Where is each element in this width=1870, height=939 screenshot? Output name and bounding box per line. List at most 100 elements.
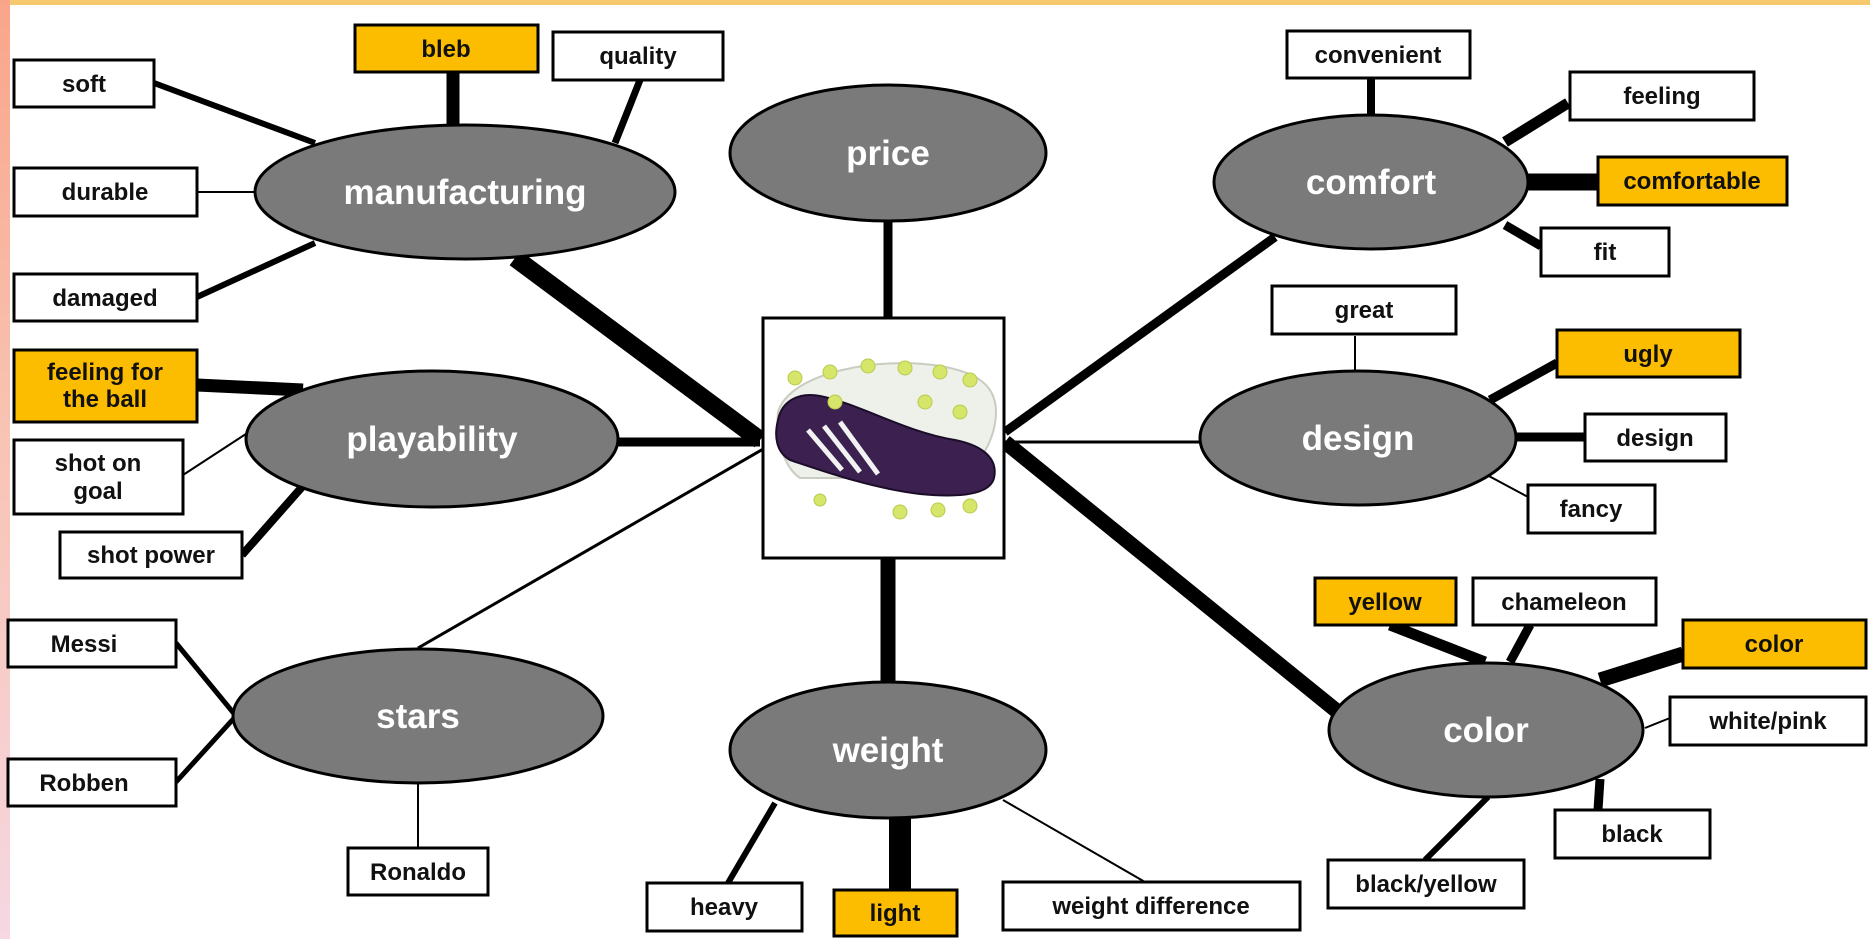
svg-text:fancy: fancy xyxy=(1560,496,1623,523)
box-color[interactable]: color xyxy=(1681,618,1868,670)
box-ronaldo[interactable]: Ronaldo xyxy=(346,846,490,897)
box-feeling-for-the-ball[interactable]: feeling for the ball xyxy=(12,348,199,424)
svg-text:soft: soft xyxy=(62,71,106,98)
box-shot-power[interactable]: shot power xyxy=(58,530,244,580)
line-center-stars xyxy=(417,446,766,650)
line-color-color-box xyxy=(1597,646,1686,688)
line-color-chameleon xyxy=(1506,622,1534,665)
box-robben[interactable]: Robben xyxy=(6,757,178,808)
node-playability[interactable]: playability xyxy=(244,369,620,509)
box-black[interactable]: black xyxy=(1553,808,1712,860)
box-design[interactable]: design xyxy=(1583,412,1728,463)
connector-lines xyxy=(152,72,1686,890)
node-color[interactable]: color xyxy=(1327,661,1645,799)
svg-text:yellow: yellow xyxy=(1348,589,1422,616)
svg-text:white/pink: white/pink xyxy=(1708,708,1827,735)
node-weight-label: weight xyxy=(832,731,944,770)
svg-text:Messi: Messi xyxy=(51,631,118,658)
shoe-stripes xyxy=(806,420,881,476)
line-manufacturing-soft xyxy=(152,80,317,146)
line-playability-shot-on-goal xyxy=(182,429,253,476)
box-fit[interactable]: fit xyxy=(1539,226,1671,278)
line-center-color xyxy=(1000,436,1343,718)
line-stars-robben xyxy=(174,714,238,784)
box-ugly[interactable]: ugly xyxy=(1555,328,1742,379)
node-price[interactable]: price xyxy=(728,83,1048,223)
line-playability-shot-power xyxy=(239,484,305,558)
svg-text:design: design xyxy=(1616,425,1693,452)
svg-text:color: color xyxy=(1745,631,1804,658)
box-chameleon[interactable]: chameleon xyxy=(1471,576,1658,627)
node-weight[interactable]: weight xyxy=(728,680,1048,820)
box-yellow[interactable]: yellow xyxy=(1313,576,1458,627)
svg-text:comfortable: comfortable xyxy=(1623,168,1760,195)
box-great[interactable]: great xyxy=(1270,284,1458,336)
box-damaged[interactable]: damaged xyxy=(12,272,199,323)
box-messi[interactable]: Messi xyxy=(6,618,178,669)
svg-text:light: light xyxy=(870,900,921,927)
box-quality[interactable]: quality xyxy=(551,30,725,82)
svg-text:feeling: feeling xyxy=(1623,83,1700,110)
svg-text:black/yellow: black/yellow xyxy=(1355,871,1497,898)
box-feeling[interactable]: feeling xyxy=(1568,70,1756,122)
node-design[interactable]: design xyxy=(1198,369,1518,507)
box-light[interactable]: light xyxy=(832,888,959,938)
node-stars-label: stars xyxy=(376,697,460,736)
svg-text:durable: durable xyxy=(62,179,149,206)
node-color-label: color xyxy=(1443,711,1529,750)
box-weight-difference[interactable]: weight difference xyxy=(1001,880,1302,932)
line-color-black xyxy=(1593,778,1605,811)
node-comfort[interactable]: comfort xyxy=(1212,113,1530,251)
line-manufacturing-quality xyxy=(611,78,644,145)
svg-text:heavy: heavy xyxy=(690,894,759,921)
svg-text:shot on: shot on xyxy=(55,450,142,477)
box-black-yellow[interactable]: black/yellow xyxy=(1326,858,1526,910)
node-manufacturing[interactable]: manufacturing xyxy=(253,123,677,261)
svg-text:Robben: Robben xyxy=(39,770,128,797)
svg-text:goal: goal xyxy=(73,478,122,505)
svg-text:great: great xyxy=(1335,297,1394,324)
line-color-white-pink xyxy=(1644,717,1671,729)
svg-text:the ball: the ball xyxy=(63,386,147,413)
box-fancy[interactable]: fancy xyxy=(1526,483,1657,535)
node-manufacturing-label: manufacturing xyxy=(343,173,586,212)
node-stars[interactable]: stars xyxy=(231,647,605,785)
line-design-fancy xyxy=(1486,474,1529,498)
box-shot-on-goal[interactable]: shot on goal xyxy=(12,438,185,516)
line-weight-weight-difference xyxy=(1002,799,1146,883)
svg-text:weight difference: weight difference xyxy=(1051,893,1249,920)
svg-text:ugly: ugly xyxy=(1623,341,1673,368)
line-stars-messi xyxy=(174,641,238,718)
box-comfortable[interactable]: comfortable xyxy=(1596,155,1789,207)
box-durable[interactable]: durable xyxy=(12,166,199,218)
line-manufacturing-damaged xyxy=(195,240,317,300)
line-weight-heavy xyxy=(725,801,778,885)
node-design-label: design xyxy=(1302,419,1415,458)
line-color-black-yellow xyxy=(1422,794,1491,863)
svg-text:damaged: damaged xyxy=(52,285,157,312)
svg-text:chameleon: chameleon xyxy=(1501,589,1626,616)
left-accent-band xyxy=(0,0,10,939)
center-shoe-image xyxy=(761,316,1006,560)
box-convenient[interactable]: convenient xyxy=(1285,29,1472,80)
box-heavy[interactable]: heavy xyxy=(645,881,804,933)
line-design-ugly xyxy=(1487,359,1560,404)
node-playability-label: playability xyxy=(346,420,518,459)
svg-text:fit: fit xyxy=(1594,239,1617,266)
line-center-manufacturing xyxy=(509,250,766,448)
svg-text:shot power: shot power xyxy=(87,542,215,569)
top-accent-band xyxy=(0,0,1870,5)
svg-text:bleb: bleb xyxy=(421,36,470,63)
box-bleb[interactable]: bleb xyxy=(353,23,540,74)
svg-text:quality: quality xyxy=(599,43,677,70)
node-price-label: price xyxy=(846,134,930,173)
box-white-pink[interactable]: white/pink xyxy=(1668,695,1868,747)
box-soft[interactable]: soft xyxy=(12,58,156,109)
label-boxes: bleb quality soft durable damaged feelin… xyxy=(6,23,1868,938)
line-playability-feeling-ball xyxy=(196,378,304,397)
line-comfort-feeling xyxy=(1502,98,1571,147)
line-center-comfort xyxy=(1002,233,1278,436)
svg-text:convenient: convenient xyxy=(1315,42,1442,69)
svg-text:Ronaldo: Ronaldo xyxy=(370,859,466,886)
